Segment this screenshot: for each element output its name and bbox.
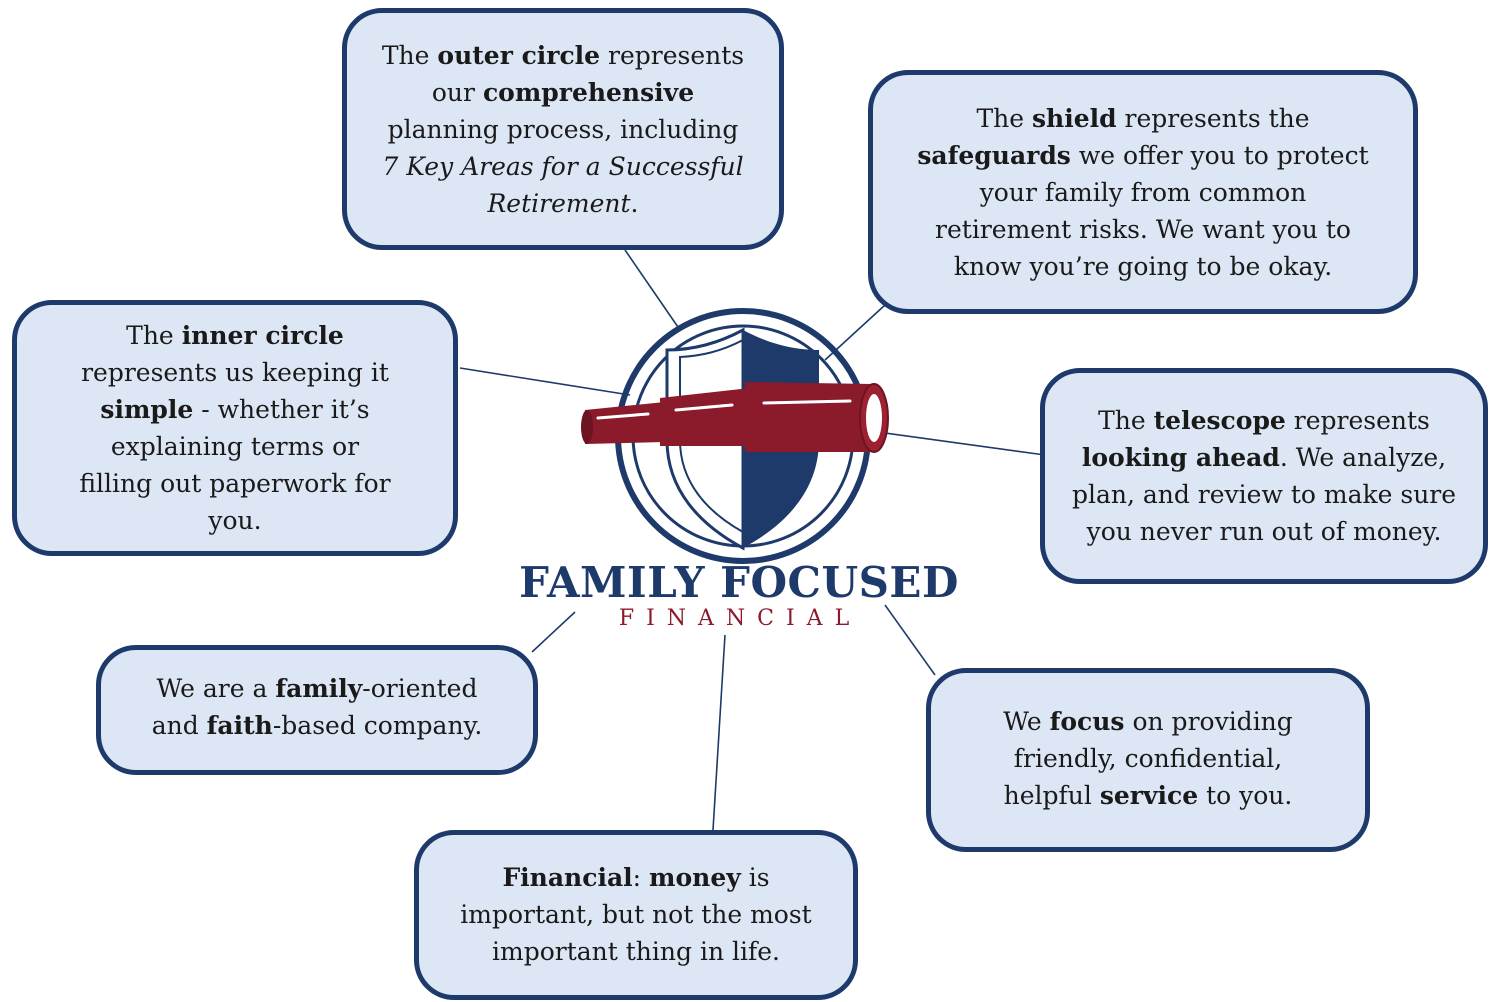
financial-text: Financial: money is important, but not t…: [460, 863, 812, 966]
connector-family: [531, 611, 576, 653]
telescope-icon: [581, 382, 889, 453]
financial-box: Financial: money is important, but not t…: [414, 830, 858, 1000]
family-text: We are a family-oriented and faith-based…: [151, 674, 483, 740]
outer-circle-text: The outer circle represents our comprehe…: [381, 40, 745, 218]
focus-box: We focus on providing friendly, confiden…: [926, 668, 1370, 852]
connector-focus: [884, 604, 936, 676]
shield-text: The shield represents the safeguards we …: [917, 103, 1369, 281]
logo-subtitle: FINANCIAL: [618, 606, 862, 631]
telescope-box: The telescope represents looking ahead. …: [1040, 368, 1488, 584]
telescope-text: The telescope represents looking ahead. …: [1071, 406, 1457, 546]
focus-text: We focus on providing friendly, confiden…: [1003, 707, 1293, 810]
inner-circle-text: The inner circle represents us keeping i…: [79, 321, 391, 535]
family-box: We are a family-oriented and faith-based…: [96, 645, 538, 775]
connector-outer-circle: [624, 249, 681, 331]
connector-inner-circle: [459, 367, 631, 396]
logo-title: FAMILY FOCUSED: [519, 558, 959, 607]
outer-circle-box: The outer circle represents our comprehe…: [342, 8, 784, 250]
inner-circle-box: The inner circle represents us keeping i…: [12, 300, 458, 556]
shield-box: The shield represents the safeguards we …: [868, 70, 1418, 314]
connector-telescope: [884, 432, 1046, 456]
connector-financial: [712, 634, 726, 831]
